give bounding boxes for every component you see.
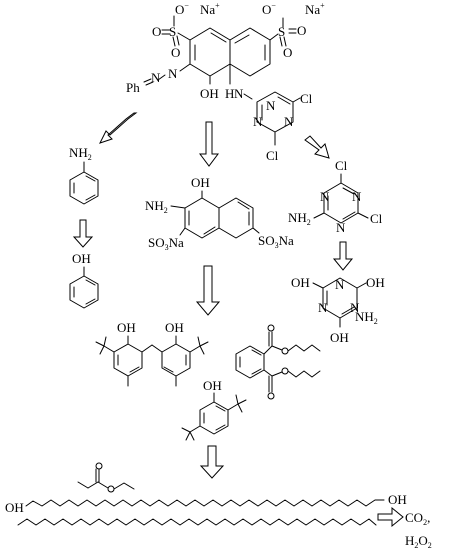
phenol-oh-label: OH xyxy=(72,251,91,266)
hydroxy-triazine-nh2-label: NH2 xyxy=(355,309,378,326)
nh-n-label: N xyxy=(234,86,244,101)
ethyl-ester-chain xyxy=(77,462,135,493)
nh-h-label: H xyxy=(225,86,234,101)
o-minus-left-label: O− xyxy=(175,1,189,17)
degradation-arrow-icon xyxy=(199,445,225,479)
o-left-label: O xyxy=(152,24,161,39)
triazine-amine-n1-label: N xyxy=(352,189,362,204)
diol-oh-right-label: OH xyxy=(388,492,407,507)
amino-dichlorotriazine: Cl N N N Cl NH2 xyxy=(288,158,383,235)
triazine-amine-n2-label: N xyxy=(320,189,330,204)
hydroxy-triazine-oh-right-label: OH xyxy=(366,275,385,290)
azo-n2-label: N xyxy=(151,70,161,85)
di-tert-butylphenol: OH xyxy=(181,378,247,441)
hydroxy-triazine-n1-label: N xyxy=(335,277,345,292)
phenyl-label: Ph xyxy=(126,80,140,95)
so3na-right-label: SO3Na xyxy=(258,233,294,250)
triazine-amine-cl-top-label: Cl xyxy=(335,158,348,173)
o-minus-right-label: O− xyxy=(262,1,276,17)
o-left-b-label: O xyxy=(171,45,180,60)
hydroxy-triazine: N N N OH OH NH2 OH xyxy=(291,275,385,345)
s-left-label: S xyxy=(169,24,176,39)
long-chain-diol: OH OH xyxy=(5,492,407,515)
s-right-label: S xyxy=(278,24,285,39)
na-left-label: Na+ xyxy=(200,1,220,17)
bisphenol-oh-right-label: OH xyxy=(165,320,184,335)
methylene-bisphenol: OH OH xyxy=(95,320,209,387)
aniline-structure: NH2 xyxy=(69,145,99,205)
tbutylphenol-oh-label: OH xyxy=(203,378,222,393)
degradation-arrow-icon xyxy=(99,112,138,144)
so3na-left-label: SO3Na xyxy=(148,235,184,252)
aminonaphthol-disulfonate: OH NH2 SO3Na SO3Na xyxy=(145,175,294,252)
phenol-structure: OH xyxy=(69,251,99,309)
triazine-n-right-label: N xyxy=(284,114,294,129)
degradation-arrow-icon xyxy=(377,506,404,528)
cl-bottom-label: Cl xyxy=(266,148,279,163)
reactant-dye: S O− O O Na+ S O− O O Na+ N N Ph OH H N xyxy=(126,1,325,163)
diol-oh-left-label: OH xyxy=(5,500,24,515)
triazine-n-top-label: N xyxy=(266,98,276,113)
reactant-oh-label: OH xyxy=(200,86,219,101)
degradation-arrow-icon xyxy=(72,219,94,248)
hydroxy-triazine-n2-label: N xyxy=(318,300,328,315)
hydroxy-triazine-oh-left-label: OH xyxy=(291,275,310,290)
co2-label: CO2, xyxy=(405,510,430,527)
triazine-amine-n3-label: N xyxy=(336,220,346,235)
degradation-arrow-icon xyxy=(304,135,330,159)
triazine-amine-nh2-label: NH2 xyxy=(288,210,311,227)
triazine-amine-cl-right-label: Cl xyxy=(370,211,383,226)
dibutyl-phthalate xyxy=(235,324,321,400)
na-right-label: Na+ xyxy=(305,1,325,17)
h2o2-label: H2O2 xyxy=(405,533,432,550)
long-chain-alkane xyxy=(17,518,377,526)
degradation-arrow-icon xyxy=(199,121,219,167)
hydroxy-triazine-oh-bottom-label: OH xyxy=(330,330,349,345)
hydroxy-triazine-n3-label: N xyxy=(350,300,360,315)
aminonaphthol-nh2-label: NH2 xyxy=(145,198,168,215)
degradation-arrow-icon xyxy=(332,241,354,271)
aniline-nh2-label: NH2 xyxy=(69,145,92,162)
degradation-arrow-icon xyxy=(195,265,221,316)
o-right-label: O xyxy=(297,23,306,38)
triazine-n-left-label: N xyxy=(253,114,263,129)
cl-top-label: Cl xyxy=(300,91,313,106)
aminonaphthol-oh-label: OH xyxy=(191,175,210,190)
bisphenol-oh-left-label: OH xyxy=(117,320,136,335)
azo-n1-label: N xyxy=(168,66,178,81)
o-right-b-label: O xyxy=(283,45,292,60)
